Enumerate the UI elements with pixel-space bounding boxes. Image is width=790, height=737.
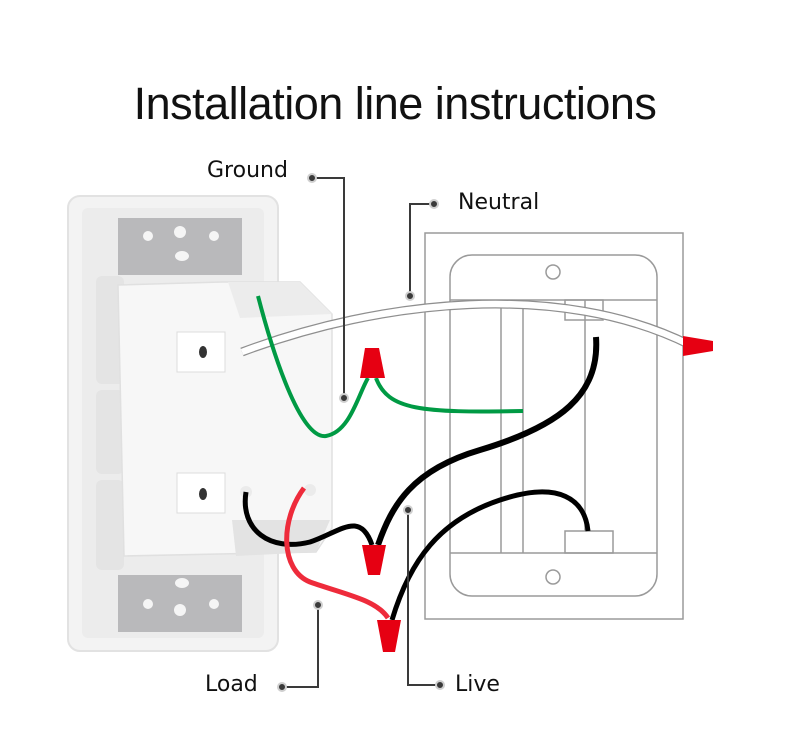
bracket-hole [209, 599, 219, 609]
live-connector [362, 545, 386, 575]
ground-wire-box [374, 377, 524, 414]
leader-dot-ground-label [307, 173, 317, 183]
diagram-title: Installation line instructions [133, 78, 657, 129]
label-live: Live [455, 672, 500, 697]
wall-box [424, 232, 684, 620]
leader-ground [312, 177, 345, 398]
leader-dot-load-target [313, 600, 323, 610]
label-ground: Ground [207, 158, 288, 183]
plate-screw-top [545, 264, 561, 280]
terminal-screw-lower [199, 488, 207, 500]
leader-live [407, 510, 438, 686]
leader-dot-load-label [277, 682, 287, 692]
wall-box-outer [424, 232, 684, 620]
terminal-bottom [564, 530, 614, 554]
switch-body [117, 281, 333, 557]
side-tab [96, 276, 124, 384]
live-wire-device [242, 491, 375, 547]
smart-switch [67, 195, 333, 652]
bracket-hole [209, 231, 219, 241]
label-load: Load [205, 672, 258, 697]
leader-dots [277, 173, 445, 692]
plate-screw-bottom [545, 569, 561, 585]
bracket-hole [174, 604, 186, 616]
leader-dot-neutral-label [429, 199, 439, 209]
bracket-hole [143, 599, 153, 609]
bracket-slot [175, 578, 189, 588]
leader-lines [282, 177, 438, 688]
side-tab [96, 390, 124, 474]
bracket-slot [175, 251, 189, 261]
leader-load [282, 605, 319, 688]
live-wire-box [375, 336, 600, 546]
leader-dot-live-target [403, 505, 413, 515]
bracket-hole [143, 231, 153, 241]
load-wire-device [284, 486, 391, 620]
leader-dot-neutral-target [405, 291, 415, 301]
side-tab [96, 480, 124, 570]
leader-dot-live-label [435, 680, 445, 690]
ground-connector [360, 348, 385, 378]
wire-port-load [304, 484, 316, 496]
bracket-hole [174, 226, 186, 238]
leader-dot-ground-target [339, 393, 349, 403]
wall-box-plate [449, 254, 658, 597]
terminal-screw-upper [199, 346, 207, 358]
load-connector [377, 620, 401, 652]
label-neutral: Neutral [458, 190, 540, 215]
ground-wire-device [256, 295, 370, 439]
neutral-wire [240, 299, 693, 357]
neutral-connector [683, 336, 713, 356]
bracket-bottom [118, 575, 242, 632]
leader-neutral [409, 203, 434, 296]
load-wire-box [389, 489, 591, 621]
switch-body-top-vents [228, 282, 332, 318]
